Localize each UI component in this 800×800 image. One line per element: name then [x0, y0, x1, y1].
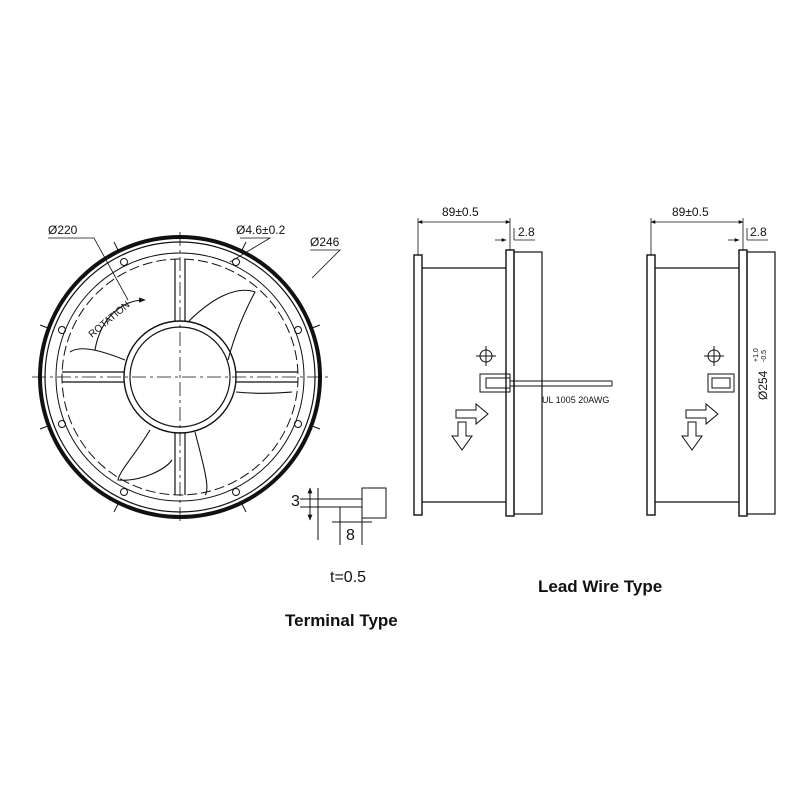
dim-terminal-depth: 89±0.5: [672, 205, 709, 219]
wire-spec-label: UL 1005 20AWG: [542, 395, 609, 405]
dim-tolerance-minus: -0.5: [761, 350, 768, 362]
rotation-label: ROTATION: [87, 300, 133, 341]
dim-hole-diameter: Ø4.6±0.2: [236, 223, 286, 237]
terminal-type-caption: Terminal Type: [285, 611, 398, 630]
dim-tolerance-plus: +1.0: [753, 348, 760, 362]
lead-wire-type-caption: Lead Wire Type: [538, 577, 662, 596]
side-view-lead-wire: 89±0.5 2.8 UL 1005 20AWG: [413, 205, 613, 517]
side-view-terminal: 89±0.5 2.8 Ø254 +1.0 -0.5: [646, 205, 776, 517]
dim-lead-depth: 89±0.5: [442, 205, 479, 219]
front-view: ROTATION Ø220 Ø4.6±0.2 Ø246: [32, 223, 341, 522]
fan-blades: [69, 289, 293, 496]
terminal-thickness: t=0.5: [330, 569, 366, 586]
radial-ticks: [39, 241, 321, 513]
dim-inner-diameter: Ø220: [48, 223, 78, 237]
dim-frame-diameter: Ø254: [756, 370, 770, 400]
terminal-detail: 3 8 t=0.5 Terminal Type: [285, 487, 398, 630]
leader-lines: [48, 237, 341, 301]
mounting-holes: [58, 258, 302, 496]
dim-lead-flange: 2.8: [518, 225, 535, 239]
dim-outer-diameter: Ø246: [310, 235, 340, 249]
center-lines: [32, 232, 328, 522]
dim-terminal-height: 3: [291, 493, 300, 510]
rotation-arrow: [94, 297, 146, 351]
dim-terminal-width: 8: [346, 527, 355, 544]
struts: [62, 259, 298, 495]
dim-terminal-flange: 2.8: [750, 225, 767, 239]
